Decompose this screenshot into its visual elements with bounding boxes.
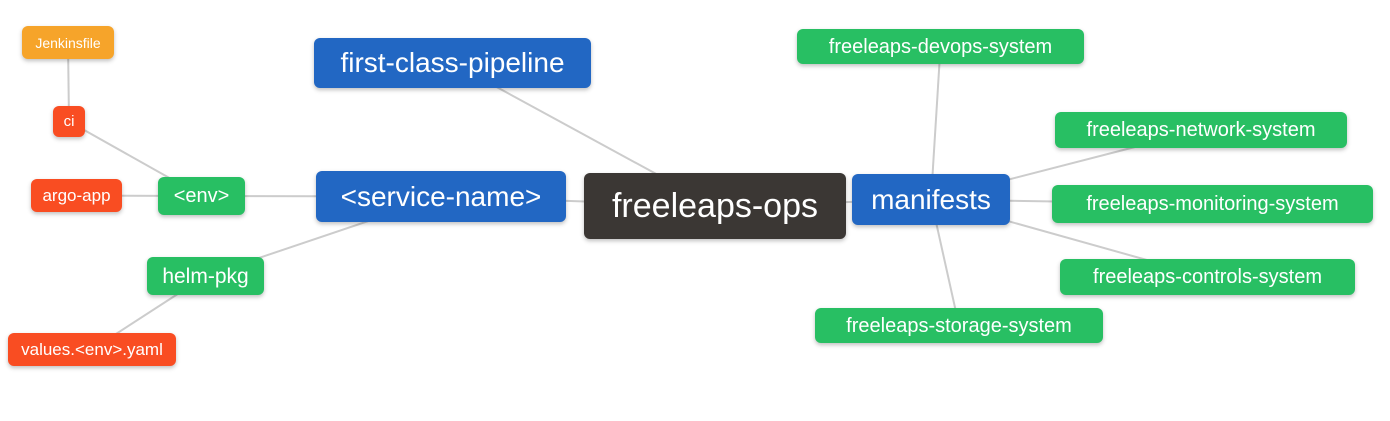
- node-freeleaps-controls-system[interactable]: freeleaps-controls-system: [1060, 259, 1355, 295]
- node-freeleaps-ops[interactable]: freeleaps-ops: [584, 173, 846, 239]
- node-service-name[interactable]: <service-name>: [316, 171, 566, 222]
- node-first-class-pipeline[interactable]: first-class-pipeline: [314, 38, 591, 88]
- node-freeleaps-devops-system[interactable]: freeleaps-devops-system: [797, 29, 1084, 64]
- node-freeleaps-storage-system[interactable]: freeleaps-storage-system: [815, 308, 1103, 343]
- node-jenkinsfile[interactable]: Jenkinsfile: [22, 26, 114, 59]
- node-helm-pkg[interactable]: helm-pkg: [147, 257, 264, 295]
- node-manifests[interactable]: manifests: [852, 174, 1010, 225]
- node-ci[interactable]: ci: [53, 106, 85, 137]
- node-env[interactable]: <env>: [158, 177, 245, 215]
- node-values-env-yaml[interactable]: values.<env>.yaml: [8, 333, 176, 366]
- node-freeleaps-network-system[interactable]: freeleaps-network-system: [1055, 112, 1347, 148]
- node-argo-app[interactable]: argo-app: [31, 179, 122, 212]
- node-freeleaps-monitoring-system[interactable]: freeleaps-monitoring-system: [1052, 185, 1373, 223]
